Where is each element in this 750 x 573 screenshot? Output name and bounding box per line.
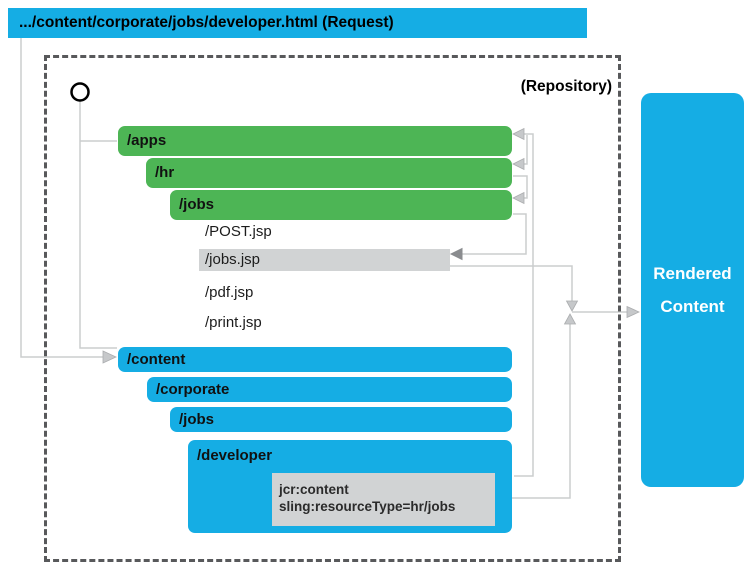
node-apps: /apps [118,126,512,156]
script-post-jsp: /POST.jsp [205,223,272,240]
rendered-content-line2: Content [660,297,725,316]
request-bar: .../content/corporate/jobs/developer.htm… [8,8,587,38]
repository-box [44,55,621,562]
script-print-jsp: /print.jsp [205,314,262,331]
jcr-content-box: jcr:content sling:resourceType=hr/jobs [272,473,495,526]
jcr-content-line: jcr:content [279,482,349,497]
node-content: /content [118,347,512,372]
rendered-arrow-icon [626,305,640,319]
rendered-content-line1: Rendered [653,264,732,283]
rendered-content-box: Rendered Content [641,93,744,487]
repository-label: (Repository) [520,78,612,95]
script-jobs-jsp: /jobs.jsp [205,251,261,268]
selected-script-highlight: /jobs.jsp [199,249,450,271]
node-corporate: /corporate [147,377,512,402]
node-hr: /hr [146,158,512,188]
node-content-jobs: /jobs [170,407,512,432]
node-apps-jobs: /jobs [170,190,512,220]
sling-resource-type-line: sling:resourceType=hr/jobs [279,499,456,514]
script-pdf-jsp: /pdf.jsp [205,284,254,301]
